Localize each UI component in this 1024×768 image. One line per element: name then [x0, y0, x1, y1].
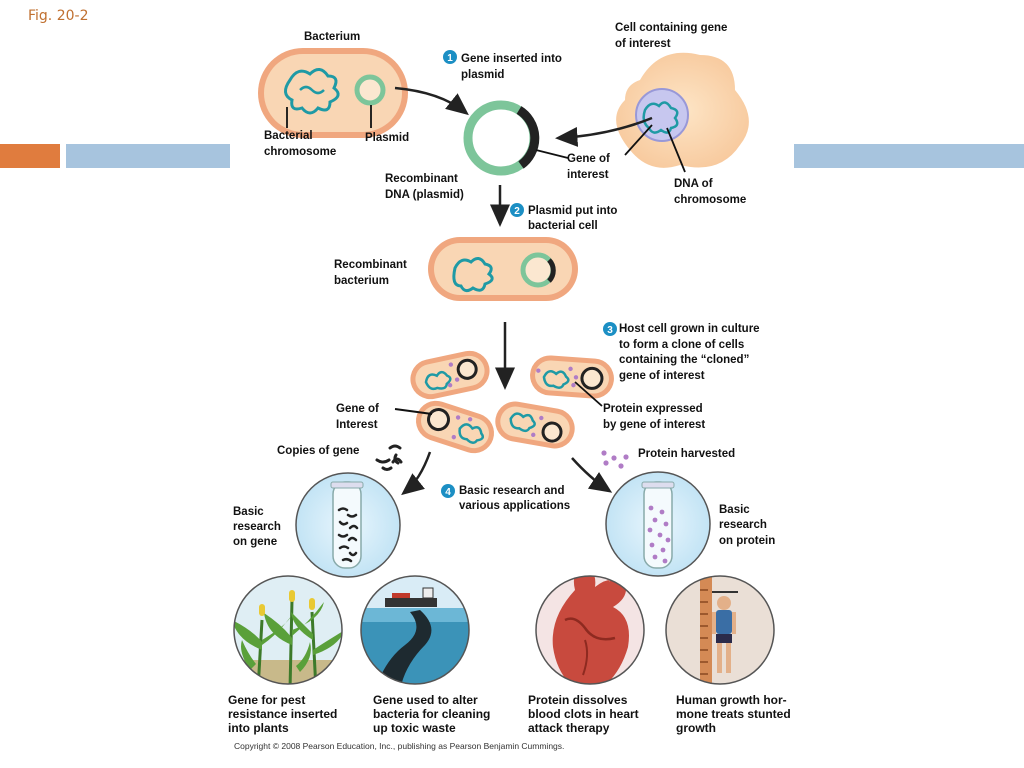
app-4-caption-1: Human growth hor- — [676, 693, 787, 707]
cell-gene-label-2: of interest — [615, 38, 671, 50]
bacterial-chromosome-label-1: Bacterial — [264, 130, 313, 142]
bacterium — [258, 48, 408, 138]
step-2-text-2: bacterial cell — [528, 220, 598, 232]
basic-research-protein-label-3: on protein — [719, 535, 775, 547]
donor-cell — [616, 52, 749, 168]
dna-of-chromosome-label-1: DNA of — [674, 178, 713, 190]
protein-research-tube — [605, 471, 711, 577]
basic-research-protein-label-1: Basic — [719, 504, 750, 516]
step-4-text-1: Basic research and — [459, 485, 564, 497]
app-3-caption-1: Protein dissolves — [528, 693, 628, 707]
child-height-icon — [665, 575, 775, 685]
step-3-text-4: gene of interest — [619, 370, 705, 382]
step-1-number: 1 — [447, 53, 453, 64]
arrow-to-protein-research — [571, 457, 613, 493]
recombinant-bacterium-label-2: bacterium — [334, 275, 389, 287]
gene-of-interest-mid-label-1: Gene of — [336, 403, 379, 415]
bacterium-label: Bacterium — [304, 31, 360, 43]
app-4-caption-3: growth — [676, 721, 716, 735]
plasmid-label: Plasmid — [365, 132, 409, 144]
step-3-number: 3 — [607, 325, 613, 336]
corn-plants-icon — [233, 575, 343, 685]
app-1-caption-2: resistance inserted — [228, 707, 337, 721]
step-2-number: 2 — [514, 206, 520, 217]
basic-research-protein-label-2: research — [719, 519, 767, 531]
recombinant-dna-label-2: DNA (plasmid) — [385, 189, 464, 201]
basic-research-gene-label-3: on gene — [233, 536, 277, 548]
protein-expressed-label-2: by gene of interest — [603, 419, 705, 431]
arrow-to-plasmid — [394, 86, 469, 116]
app-1-caption-1: Gene for pest — [228, 693, 305, 707]
orange-band — [0, 144, 60, 168]
oil-spill-icon — [360, 575, 470, 685]
blue-band-left — [66, 144, 230, 168]
app-4-caption-2: mone treats stunted — [676, 707, 791, 721]
gene-of-interest-top-label-1: Gene of — [567, 153, 610, 165]
step-3-text-1: Host cell grown in culture — [619, 323, 760, 335]
step-3-text-3: containing the “cloned” — [619, 354, 749, 366]
arrow-gene-to-plasmid — [555, 116, 653, 147]
clone-cell-1 — [410, 350, 490, 400]
arrow-to-gene-research — [401, 451, 432, 496]
copies-of-gene-label: Copies of gene — [277, 445, 359, 457]
recombinant-dna-label-1: Recombinant — [385, 173, 458, 185]
gene-of-interest-mid-label-2: Interest — [336, 419, 378, 431]
app-3-caption-2: blood clots in heart — [528, 707, 639, 721]
step-1-text-1: Gene inserted into — [461, 53, 562, 65]
clone-cell-3 — [415, 400, 495, 454]
clone-cell-4 — [495, 401, 575, 449]
protein-harvested-label: Protein harvested — [638, 448, 735, 460]
dna-of-chromosome-label-2: chromosome — [674, 194, 746, 206]
blue-band-right — [794, 144, 1024, 168]
figure-label: Fig. 20-2 — [28, 8, 89, 24]
app-3-caption-3: attack therapy — [528, 721, 610, 735]
protein-expressed-label-1: Protein expressed — [603, 403, 703, 415]
recombinant-bacterium — [428, 237, 578, 301]
step-2-text-1: Plasmid put into — [528, 205, 617, 217]
gene-research-tube — [295, 472, 401, 578]
protein-dots-icon — [601, 450, 629, 469]
bacterial-chromosome-label-2: chromosome — [264, 146, 336, 158]
step-4-number: 4 — [445, 487, 451, 498]
step-3-text-2: to form a clone of cells — [619, 339, 744, 351]
recombinant-bacterium-label-1: Recombinant — [334, 259, 407, 271]
step-4-text-2: various applications — [459, 500, 570, 512]
step-1-text-2: plasmid — [461, 69, 504, 81]
cell-gene-label-1: Cell containing gene — [615, 22, 727, 34]
recombinant-plasmid — [463, 100, 540, 176]
copyright-notice: Copyright © 2008 Pearson Education, Inc.… — [234, 741, 564, 751]
app-2-caption-1: Gene used to alter — [373, 693, 478, 707]
app-2-caption-3: up toxic waste — [373, 721, 456, 735]
gene-copies-icon — [375, 444, 403, 471]
basic-research-gene-label-2: research — [233, 521, 281, 533]
heart-icon — [535, 575, 645, 685]
clone-cell-2 — [530, 355, 614, 399]
app-1-caption-3: into plants — [228, 721, 289, 735]
app-2-caption-2: bacteria for cleaning — [373, 707, 490, 721]
basic-research-gene-label-1: Basic — [233, 506, 264, 518]
gene-of-interest-top-label-2: interest — [567, 169, 609, 181]
